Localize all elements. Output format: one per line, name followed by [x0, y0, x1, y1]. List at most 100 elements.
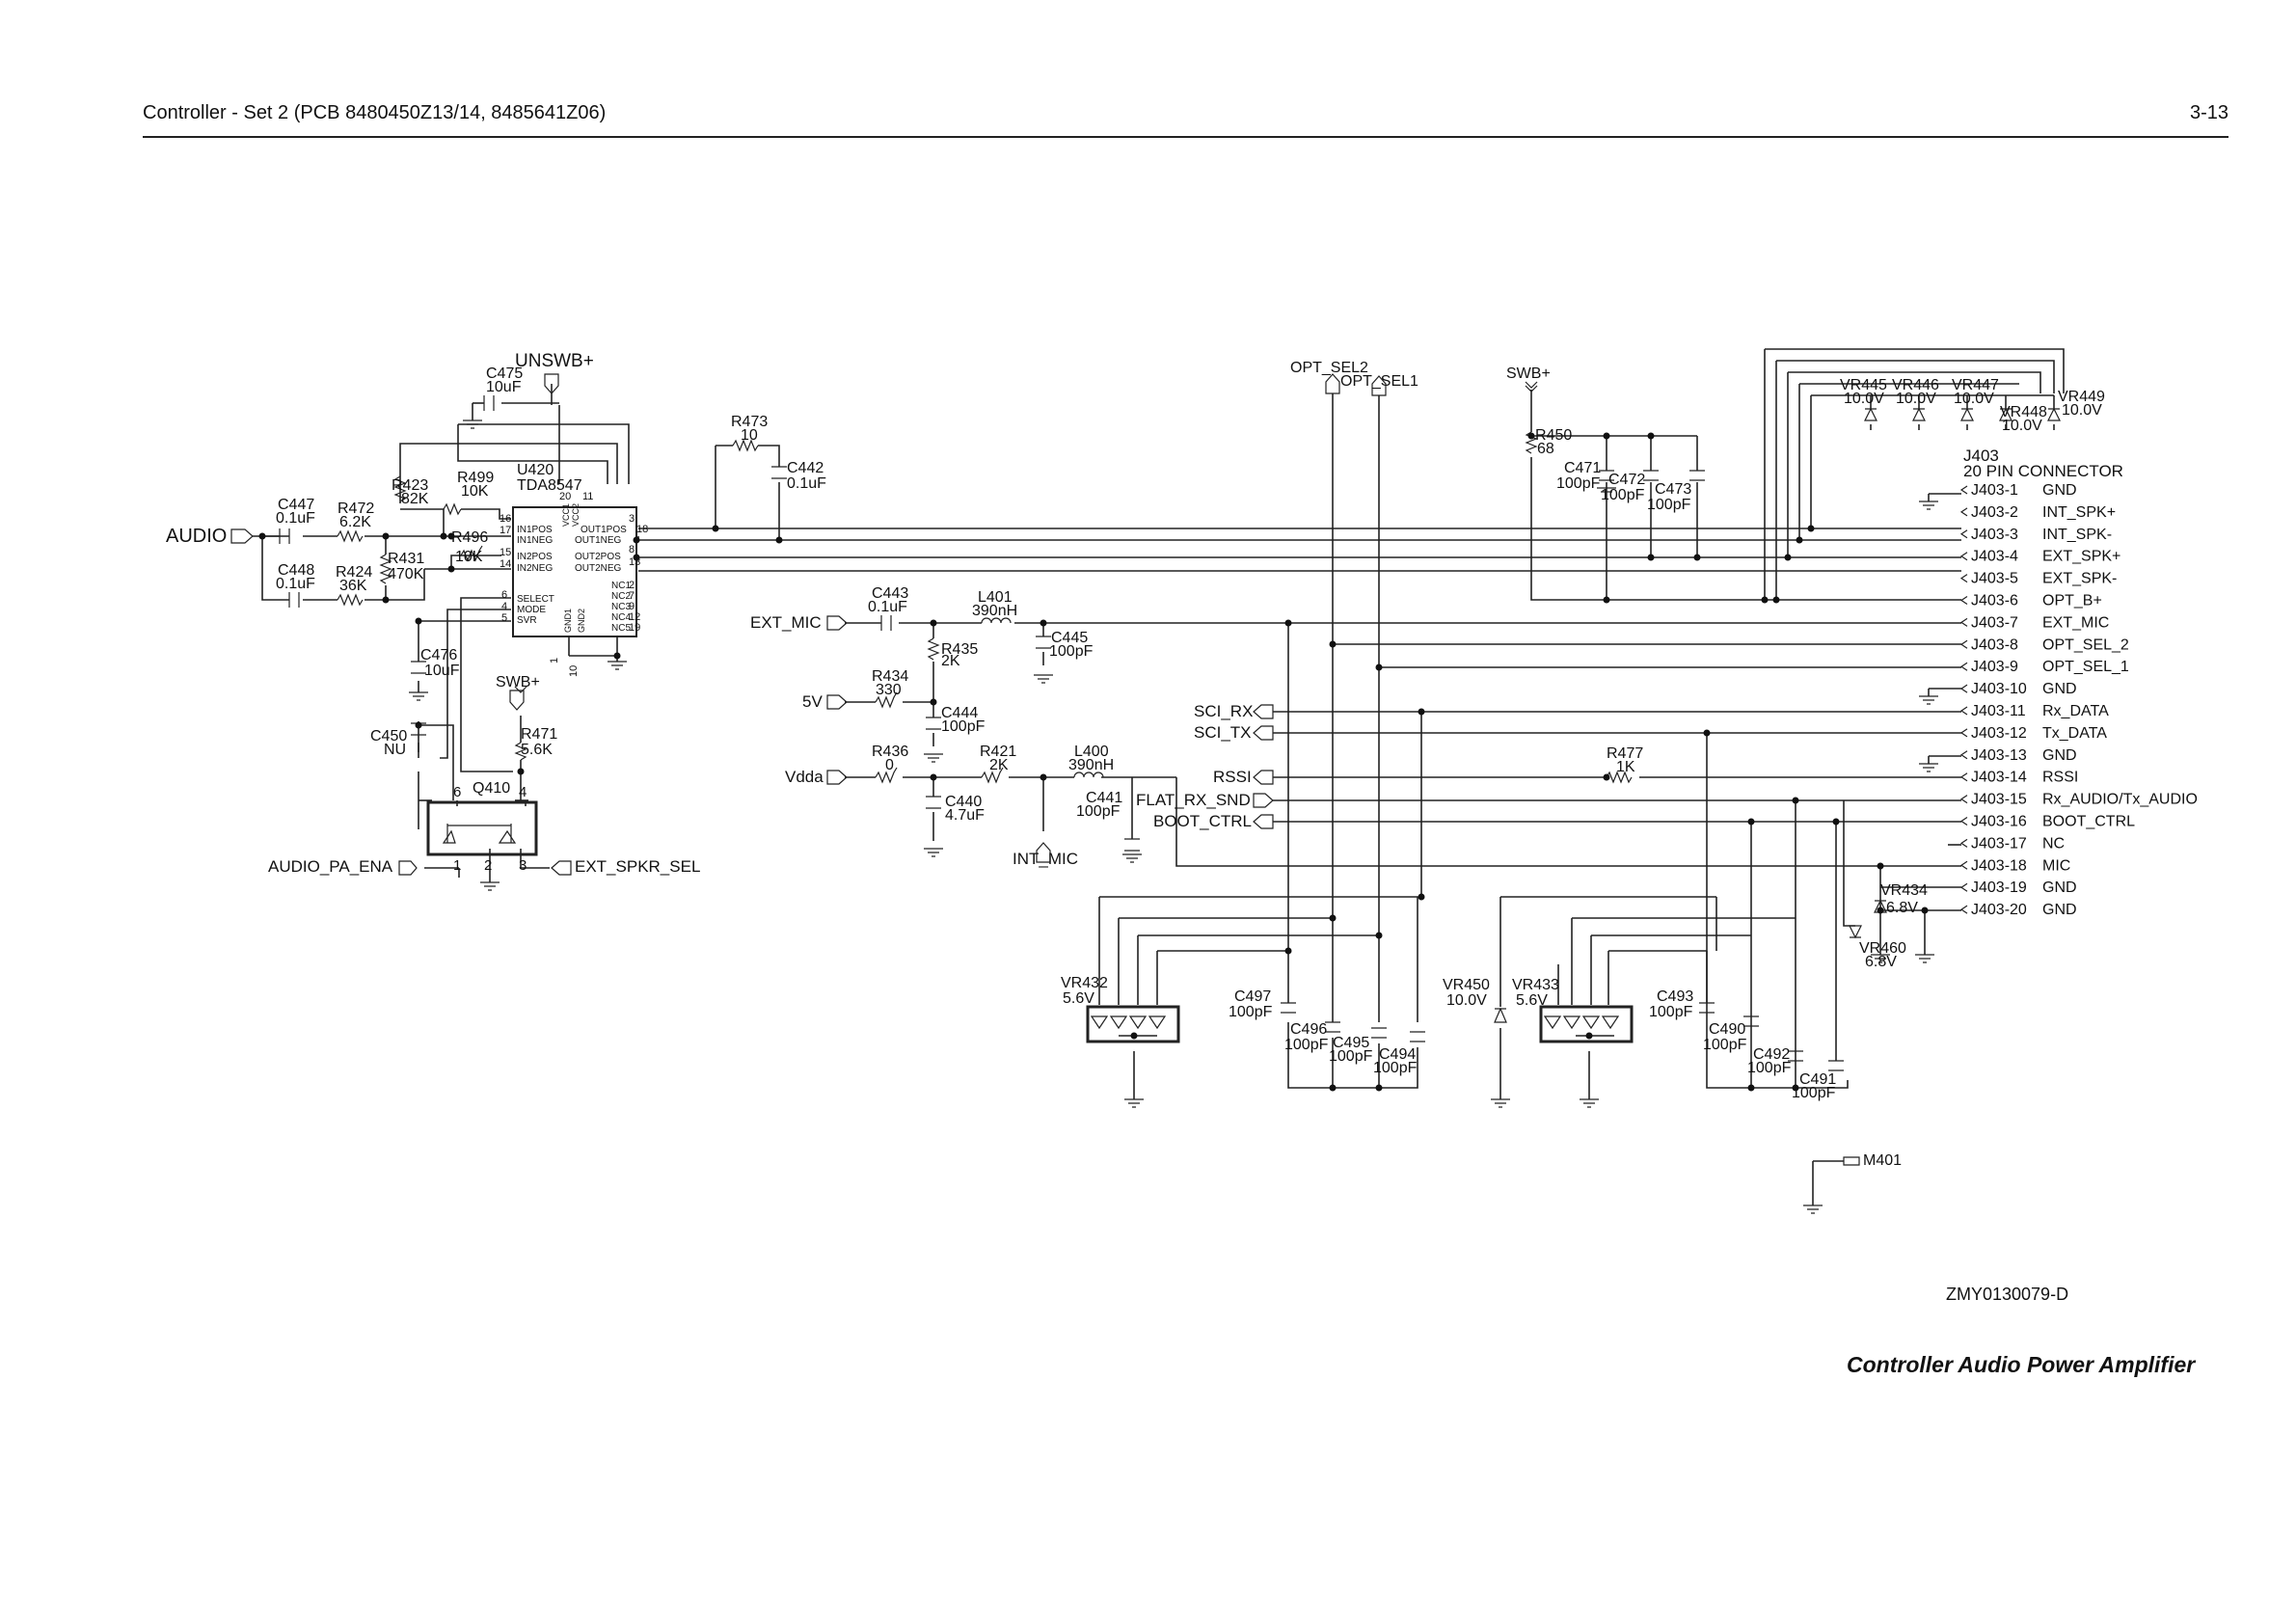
j403-pin-signal: OPT_SEL_2: [2042, 636, 2129, 653]
u420-pin-gnd1: GND1: [563, 609, 573, 633]
c447-ref: C447: [278, 497, 314, 513]
u420-pin-out1pos: OUT1POS: [581, 525, 627, 535]
j403-pin-marker: [1959, 882, 1968, 892]
c445-value: 100pF: [1049, 643, 1094, 660]
c476-value: 10uF: [424, 663, 460, 679]
j403-pin-signal: MIC: [2042, 857, 2070, 874]
u420-pin-nc1: NC1: [611, 581, 631, 591]
r499-ref: R499: [457, 470, 494, 486]
u420-pinnum-13: 13: [629, 556, 640, 568]
j403-pin-number: J403-13: [1971, 747, 2027, 764]
vr434-value: 6.8V: [1886, 900, 1918, 916]
vr433-value: 5.6V: [1516, 992, 1548, 1009]
int-mic-label: INT_MIC: [1013, 850, 1078, 868]
c442-value: 0.1uF: [787, 475, 826, 492]
l400-value: 390nH: [1068, 757, 1114, 773]
component-labels: C475 10uF C447 0.1uF R472 6.2K C448 0.1u…: [276, 365, 2105, 1101]
c445-ref: C445: [1051, 630, 1088, 646]
j403-pin-signal: GND: [2042, 681, 2077, 697]
m401-label: M401: [1863, 1152, 1902, 1169]
j403-pin-number: J403-3: [1971, 527, 2018, 543]
j403-pin-number: J403-10: [1971, 681, 2027, 697]
r431-value: 470K: [388, 566, 424, 582]
vr460-ref: VR460: [1859, 940, 1906, 957]
u420-pin-nc4: NC4: [611, 612, 631, 623]
j403-pin-signal: EXT_SPK+: [2042, 549, 2120, 565]
swb-label-right: SWB+: [1506, 365, 1551, 382]
c443-ref: C443: [872, 585, 908, 602]
u420-pin-out1neg: OUT1NEG: [575, 535, 622, 546]
j403-pin-number: J403-7: [1971, 614, 2018, 631]
rssi-label: RSSI: [1213, 768, 1252, 786]
u420-pinnum-11: 11: [582, 491, 593, 502]
q410-pin-3: 3: [519, 857, 527, 874]
c440-value: 4.7uF: [945, 807, 985, 824]
c490-value: 100pF: [1703, 1037, 1747, 1053]
u420-pin-in1pos: IN1POS: [517, 525, 553, 535]
j403-pin-marker: [1959, 574, 1968, 583]
j403-pin-marker: [1959, 662, 1968, 671]
j403-pin-marker: [1959, 684, 1968, 693]
r473-ref: R473: [731, 414, 768, 430]
u420-pin-nc3: NC3: [611, 602, 631, 612]
j403-pin-marker: [1959, 728, 1968, 738]
vr432-value: 5.6V: [1063, 990, 1094, 1007]
c493-ref: C493: [1657, 988, 1693, 1005]
r496-ref: R496: [451, 529, 488, 546]
j403-pin-marker: [1959, 817, 1968, 826]
r473-value: 10: [741, 427, 758, 444]
net-labels: AUDIO UNSWB+ SWB+ SWB+ EXT_MIC 5V Vdda I…: [166, 351, 1902, 1169]
flat-rx-snd-label: FLAT_RX_SND: [1136, 791, 1251, 809]
r424-value: 36K: [339, 578, 367, 594]
j403-pin-number: J403-16: [1971, 814, 2027, 830]
j403-pin-number: J403-17: [1971, 835, 2027, 852]
u420-pinnum-16: 16: [500, 513, 511, 525]
c440-ref: C440: [945, 794, 982, 810]
u420-pin-in1neg: IN1NEG: [517, 535, 553, 546]
opt-sel1-label: OPT_SEL1: [1340, 373, 1418, 390]
c444-value: 100pF: [941, 718, 986, 735]
r431-ref: R431: [388, 551, 424, 567]
r472-value: 6.2K: [339, 514, 371, 530]
vr460-value: 6.8V: [1865, 954, 1897, 970]
u420-pinnum-5: 5: [501, 612, 507, 624]
c491-ref: C491: [1799, 1071, 1836, 1088]
u420-pinnum-8: 8: [629, 544, 635, 555]
opt-sel2-label: OPT_SEL2: [1290, 360, 1368, 376]
u420-pinnum-2: 2: [629, 580, 635, 591]
u420-pin-out2pos: OUT2POS: [575, 552, 621, 562]
j403-pin-signal: GND: [2042, 880, 2077, 896]
u420-pinnum-1: 1: [549, 658, 560, 663]
j403-pin-signal: RSSI: [2042, 770, 2078, 786]
u420-pinnum-15: 15: [500, 547, 511, 558]
u420-pinnum-19: 19: [629, 622, 640, 634]
u420-pin-vcc1: VCC1: [561, 503, 571, 527]
vr447-ref: VR447: [1952, 377, 1999, 393]
q410-labels: Q410 6 4 1 2 3: [453, 780, 527, 874]
r421-value: 2K: [989, 757, 1009, 773]
symbols: [230, 373, 2061, 1214]
q410-pin-1: 1: [453, 857, 461, 874]
j403-pin-number: J403-11: [1971, 703, 2026, 719]
u420-part: TDA8547: [517, 477, 582, 494]
u420-pin-nc2: NC2: [611, 591, 631, 602]
page-header-title: Controller - Set 2 (PCB 8480450Z13/14, 8…: [143, 102, 607, 123]
five-v-port-label: 5V: [802, 692, 823, 711]
u420-pin-vcc2: VCC2: [571, 503, 581, 527]
j403-pin-signal: Tx_DATA: [2042, 725, 2107, 742]
u420-pinnum-14: 14: [500, 558, 511, 570]
c494-ref: C494: [1379, 1046, 1416, 1063]
c450-value: NU: [384, 742, 406, 758]
q410-body: [426, 800, 538, 856]
r423-ref: R423: [392, 477, 428, 494]
vr432-ref: VR432: [1061, 975, 1108, 991]
vr449-value: 10.0V: [2062, 402, 2102, 419]
r472-ref: R472: [338, 501, 374, 517]
boot-ctrl-label: BOOT_CTRL: [1153, 812, 1252, 830]
c495-ref: C495: [1333, 1035, 1369, 1051]
j403-pin-signal: GND: [2042, 902, 2077, 918]
j403-pin-number: J403-4: [1971, 549, 2018, 565]
j403-pin-number: J403-9: [1971, 659, 2018, 675]
j403-pin-marker: [1959, 596, 1968, 605]
